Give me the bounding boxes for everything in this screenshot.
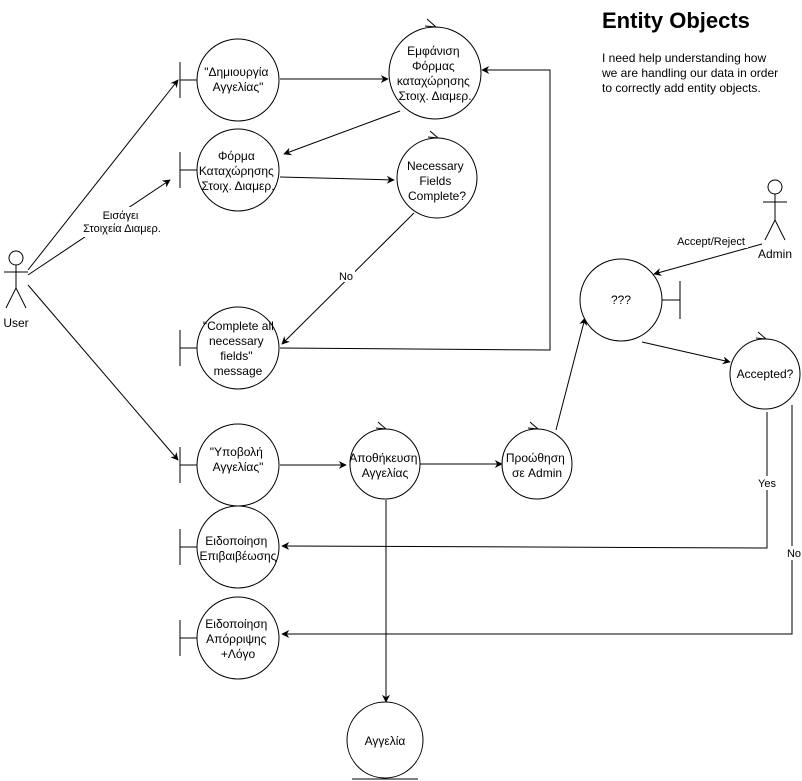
boundary-confirm-notice	[179, 505, 280, 589]
edge-user-create	[27, 79, 179, 271]
boundary-reject-notice	[179, 596, 280, 680]
diagram-title: Entity Objects	[602, 8, 750, 33]
edge-user-submit	[27, 284, 179, 461]
actor-user-label: User	[3, 316, 28, 330]
boundary-complete-message	[179, 306, 280, 390]
entity-listing	[346, 701, 424, 780]
actor-admin-label: Admin	[758, 247, 792, 261]
edge-label-accept-reject: Accept/Reject	[677, 236, 745, 248]
label-forward-admin: Προώθηση σε Admin	[506, 451, 568, 480]
label-reject-notice: Ειδοποίηση Απόρριψης +Λόγο	[205, 617, 270, 661]
label-form: Φόρμα Καταχώρησης Στοιχ. Διαμερ.	[199, 149, 277, 193]
boundary-submit-listing	[179, 423, 280, 507]
actor-admin	[763, 179, 787, 241]
control-accepted	[729, 331, 801, 410]
control-forward-admin	[501, 421, 573, 500]
label-save-listing: Αποθήκευση Αγγελίας	[349, 451, 420, 480]
label-confirm-notice: Ειδοποίηση Επιβαιβέωσης	[200, 534, 277, 563]
control-save-listing	[349, 421, 421, 500]
label-accepted: Accepted?	[737, 367, 794, 381]
label-unknown: ???	[611, 293, 631, 307]
label-submit-listing: "Υποβολή Αγγελίας"	[210, 445, 266, 474]
edge-labels: Εισάγει Στοιχεία Διαμερ. No Accept/Rejec…	[80, 207, 802, 560]
edge-form-check	[279, 175, 395, 184]
edge-label-enter-data: Εισάγει Στοιχεία Διαμερ.	[83, 210, 161, 235]
edge-admin-unknown	[653, 243, 763, 276]
actor-user	[4, 250, 28, 309]
edge-message-show	[279, 66, 551, 351]
label-necessary-fields: Necessary Fields Complete?	[407, 159, 467, 203]
edge-unknown-accepted	[641, 341, 731, 365]
boundary-objects	[179, 38, 681, 680]
label-listing: Αγγελία	[365, 734, 406, 748]
boundary-unknown	[579, 258, 681, 342]
edge-label-no-fields: No	[339, 271, 353, 283]
control-necessary-fields	[396, 130, 478, 219]
label-show-form: Εμφάνιση Φόρμας καταχώρησης Στοιχ. Διαμε…	[397, 44, 473, 103]
diagram-description: I need help understanding how we are han…	[601, 51, 781, 95]
edge-label-yes: Yes	[758, 478, 776, 490]
edge-show-form	[283, 110, 401, 156]
boundary-create-listing	[179, 38, 280, 122]
edges	[27, 66, 793, 703]
control-show-form	[388, 18, 482, 120]
label-complete-message: "Complete all necessary fields" message	[203, 319, 277, 378]
edge-label-no-reject: No	[787, 548, 801, 560]
edge-forward-unknown	[555, 317, 588, 431]
edge-accepted-reject	[281, 405, 793, 638]
control-objects	[349, 18, 801, 500]
boundary-form	[179, 128, 280, 212]
edge-accepted-confirm	[281, 412, 768, 551]
label-create-listing: "Δημιουργία Αγγελίας"	[204, 65, 272, 94]
node-labels: "Δημιουργία Αγγελίας" Εμφάνιση Φόρμας κα…	[199, 44, 794, 748]
